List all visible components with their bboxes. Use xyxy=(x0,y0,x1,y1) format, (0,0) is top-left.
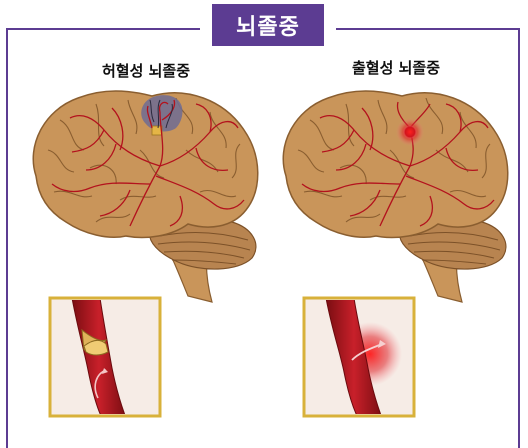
ischemic-inset xyxy=(50,298,160,418)
illustration xyxy=(0,0,528,432)
hemorrhagic-inset xyxy=(304,298,414,418)
hemorrhagic-brain xyxy=(283,91,508,302)
ischemic-brain xyxy=(33,91,258,302)
